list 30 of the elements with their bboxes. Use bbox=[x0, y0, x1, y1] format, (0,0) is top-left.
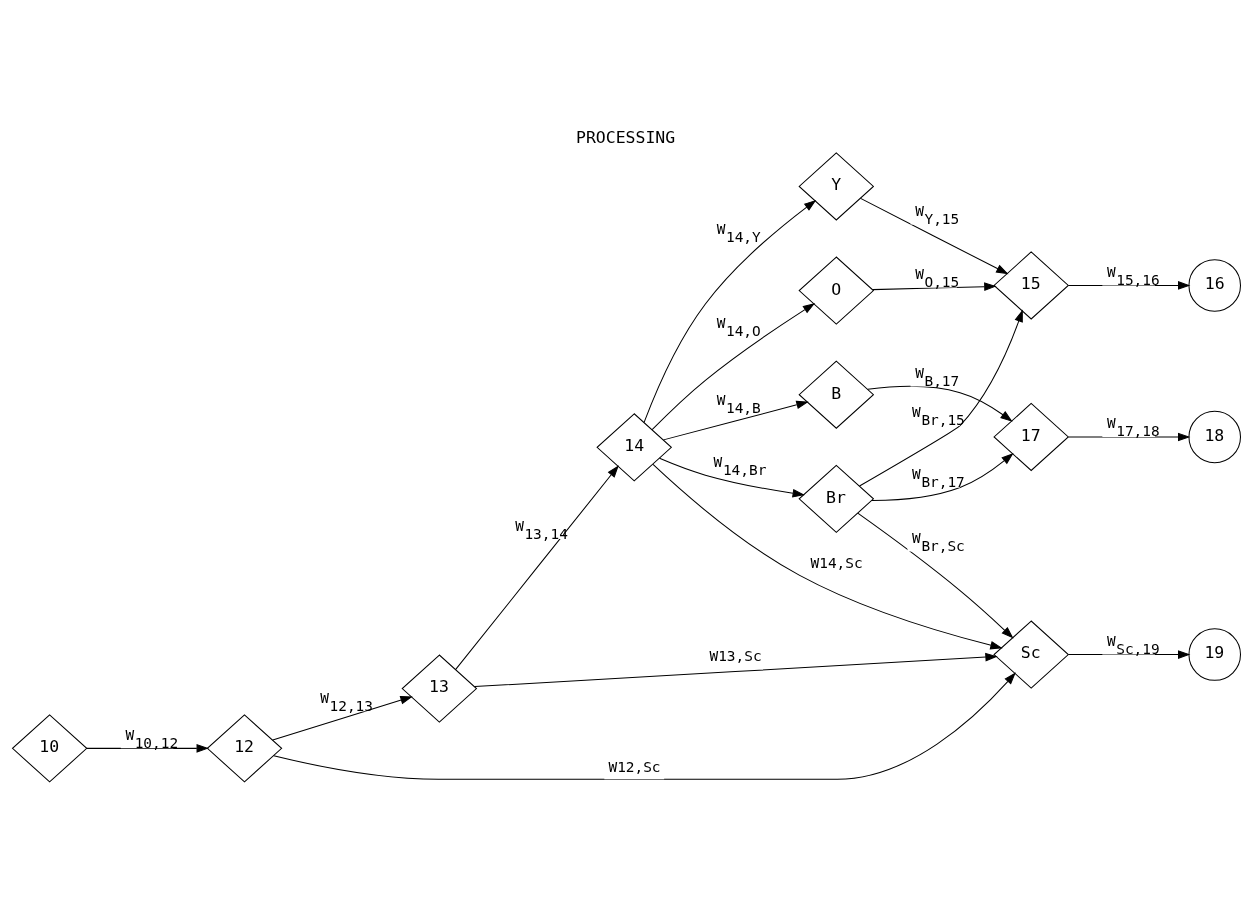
arrow bbox=[1068, 281, 1191, 290]
arrow bbox=[857, 512, 1014, 639]
arrow bbox=[871, 452, 1014, 501]
node-diamond: 17 bbox=[993, 402, 1070, 472]
arrow bbox=[662, 400, 809, 441]
edge-label: W12,Sc bbox=[608, 758, 661, 775]
arrow bbox=[651, 303, 816, 431]
arrow bbox=[86, 744, 209, 753]
arrow bbox=[474, 652, 998, 688]
diagram-title: PROCESSING bbox=[575, 128, 676, 148]
node-diamond: B bbox=[798, 360, 875, 429]
arrow bbox=[867, 385, 1013, 422]
node-diamond: Sc bbox=[993, 620, 1070, 689]
arrow bbox=[272, 696, 413, 741]
node-diamond: 12 bbox=[206, 714, 283, 783]
node-circle: 19 bbox=[1188, 628, 1241, 681]
node-diamond: O bbox=[798, 256, 875, 325]
edge-label: W13,Sc bbox=[709, 648, 762, 665]
node-circle: 16 bbox=[1188, 259, 1241, 312]
node-circle: 18 bbox=[1188, 410, 1241, 464]
arrow bbox=[659, 457, 805, 498]
arrow bbox=[872, 282, 997, 291]
node-diamond: Br bbox=[798, 464, 875, 534]
edge-label: W14,Sc bbox=[810, 554, 863, 571]
arrow bbox=[1068, 432, 1191, 442]
node-diamond: 14 bbox=[596, 413, 673, 482]
arrow bbox=[455, 465, 619, 671]
node-diamond: 10 bbox=[11, 714, 88, 783]
node-diamond: Y bbox=[798, 152, 875, 221]
arrow bbox=[643, 199, 817, 423]
